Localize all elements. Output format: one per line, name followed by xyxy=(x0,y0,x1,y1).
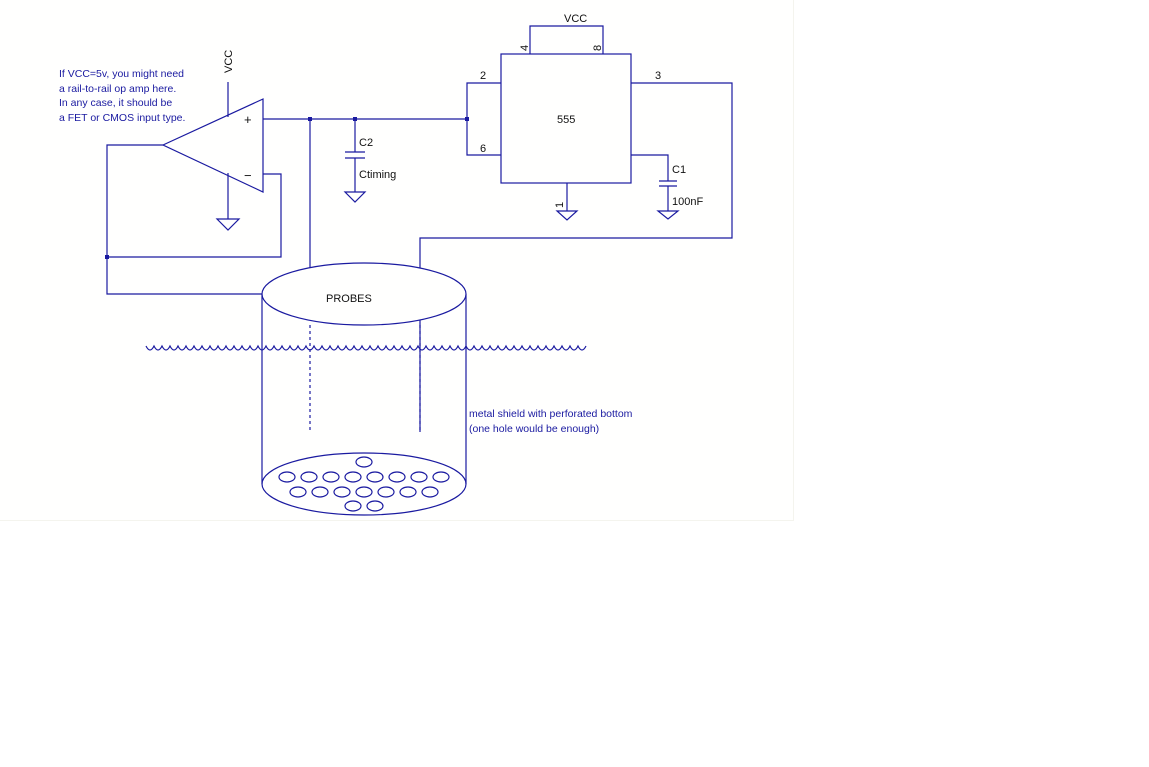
note-line: a rail-to-rail op amp here. xyxy=(59,83,176,95)
pin-2-wire xyxy=(466,82,501,119)
pin-4-label: 4 xyxy=(519,45,531,51)
timer-body xyxy=(500,53,632,184)
capacitor-c2: C2 Ctiming xyxy=(343,119,396,203)
capacitor-c1: C1 100nF xyxy=(631,154,703,220)
junction-dot xyxy=(105,255,109,259)
schematic-canvas xyxy=(0,0,794,521)
op-amp-minus-label: − xyxy=(244,168,252,183)
op-amp-vcc-label: VCC xyxy=(223,50,235,73)
timer-vcc-label: VCC xyxy=(564,13,587,25)
shield-note-line: (one hole would be enough) xyxy=(469,423,599,435)
perforation-hole xyxy=(344,500,362,512)
perforation-hole xyxy=(377,486,395,498)
perforation-holes xyxy=(278,456,450,512)
pin-2-label: 2 xyxy=(480,70,486,82)
perforation-hole xyxy=(300,471,318,483)
c1-value: 100nF xyxy=(672,196,703,208)
c1-ground-icon xyxy=(656,210,680,220)
pin-6-wire xyxy=(466,119,501,156)
timer-label: 555 xyxy=(557,114,575,126)
op-amp-ground-icon xyxy=(215,218,241,231)
pin-1-label: 1 xyxy=(554,202,566,208)
perforation-hole xyxy=(410,471,428,483)
shield-bottom xyxy=(261,452,467,516)
water-surface xyxy=(145,344,587,351)
perforation-hole xyxy=(366,500,384,512)
op-amp-triangle xyxy=(161,98,264,193)
perforation-hole xyxy=(278,471,296,483)
pin-8-label: 8 xyxy=(592,45,604,51)
c1-ref: C1 xyxy=(672,164,686,176)
perforation-hole xyxy=(421,486,439,498)
perforation-hole xyxy=(432,471,450,483)
perforation-hole xyxy=(355,456,373,468)
feedback-wire xyxy=(107,173,282,258)
perforation-hole xyxy=(311,486,329,498)
pin-3-label: 3 xyxy=(655,70,661,82)
probes-label: PROBES xyxy=(326,293,372,305)
note-text: If VCC=5v, you might need a rail-to-rail… xyxy=(59,68,185,124)
shield-annotation: metal shield with perforated bottom (one… xyxy=(469,408,633,435)
note-line: In any case, it should be xyxy=(59,97,172,109)
note-line: If VCC=5v, you might need xyxy=(59,68,184,80)
shield-top xyxy=(261,262,467,326)
perforation-hole xyxy=(333,486,351,498)
pin-6-label: 6 xyxy=(480,143,486,155)
output-wire xyxy=(106,144,262,295)
timer-vcc-wire xyxy=(529,25,604,54)
c2-ref: C2 xyxy=(359,137,373,149)
perforation-hole xyxy=(388,471,406,483)
op-amp-plus-label: + xyxy=(244,112,252,127)
metal-shield: PROBES xyxy=(261,262,467,516)
op-amp: VCC + − xyxy=(161,50,264,231)
c2-value: Ctiming xyxy=(359,169,396,181)
c2-ground-icon xyxy=(343,191,367,203)
perforation-hole xyxy=(355,486,373,498)
c1-top-wire xyxy=(631,154,669,181)
perforation-hole xyxy=(289,486,307,498)
perforation-hole xyxy=(399,486,417,498)
note-line: a FET or CMOS input type. xyxy=(59,112,185,124)
perforation-hole xyxy=(344,471,362,483)
timer-555: 555 VCC 4 8 2 6 1 3 xyxy=(419,13,733,432)
perforation-hole xyxy=(366,471,384,483)
pin-1-ground-icon xyxy=(555,210,579,221)
shield-note-line: metal shield with perforated bottom xyxy=(469,408,633,420)
perforation-hole xyxy=(322,471,340,483)
